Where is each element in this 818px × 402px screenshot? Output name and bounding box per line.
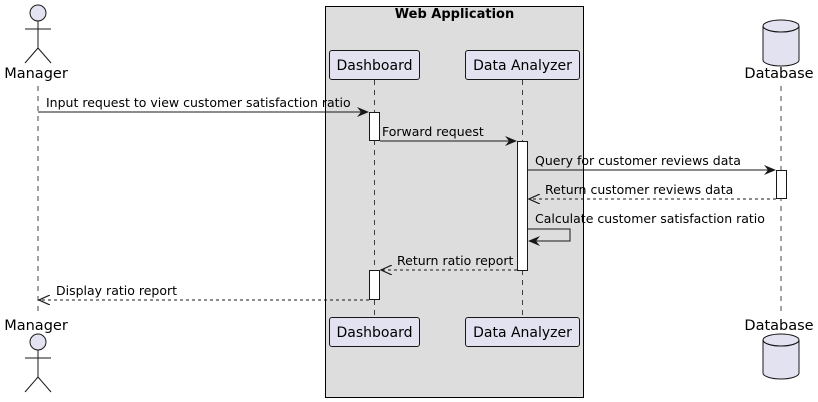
activation-database — [776, 170, 787, 199]
message-label: Display ratio report — [56, 283, 177, 298]
participant-label-dashboard: Dashboard — [337, 58, 413, 74]
database-top: Database — [744, 19, 814, 82]
participant-label-database: Database — [744, 318, 813, 334]
participant-label-analyzer: Data Analyzer — [473, 325, 572, 341]
activation-dashboard-1 — [369, 112, 380, 141]
database-bottom: Database — [744, 318, 814, 380]
activation-dashboard-2 — [369, 270, 380, 300]
participant-label-manager: Manager — [4, 66, 68, 82]
participant-label-manager: Manager — [4, 318, 68, 334]
message-1: Input request to view customer satisfact… — [38, 95, 369, 117]
actor-manager-top: Manager — [4, 4, 68, 82]
message-7: Display ratio report — [39, 283, 369, 300]
message-6: Return ratio report — [381, 253, 517, 270]
participant-analyzer-top: Data Analyzer — [465, 50, 580, 80]
participant-label-database: Database — [744, 66, 813, 82]
participant-label-dashboard: Dashboard — [337, 325, 413, 341]
actor-manager-bottom: Manager — [4, 318, 68, 393]
group-title: Web Application — [395, 7, 514, 22]
activation-analyzer — [517, 141, 528, 271]
actor-figure-icon — [24, 4, 52, 64]
participant-dashboard-top: Dashboard — [329, 50, 420, 80]
participant-dashboard-bottom: Dashboard — [329, 317, 420, 347]
actor-figure-icon — [24, 333, 52, 393]
message-5: Calculate customer satisfaction ratio — [528, 211, 765, 246]
message-2: Forward request — [380, 124, 517, 146]
message-label: Calculate customer satisfaction ratio — [535, 211, 765, 226]
message-label: Return customer reviews data — [545, 182, 733, 197]
message-label: Query for customer reviews data — [535, 153, 741, 168]
participant-label-analyzer: Data Analyzer — [473, 58, 572, 74]
message-3: Query for customer reviews data — [528, 153, 776, 175]
participant-analyzer-bottom: Data Analyzer — [465, 317, 580, 347]
message-label: Return ratio report — [397, 253, 514, 268]
message-4: Return customer reviews data — [529, 182, 776, 199]
database-cylinder-icon — [762, 333, 800, 380]
message-label: Input request to view customer satisfact… — [46, 95, 351, 110]
message-label: Forward request — [382, 124, 484, 139]
database-cylinder-icon — [762, 19, 800, 67]
